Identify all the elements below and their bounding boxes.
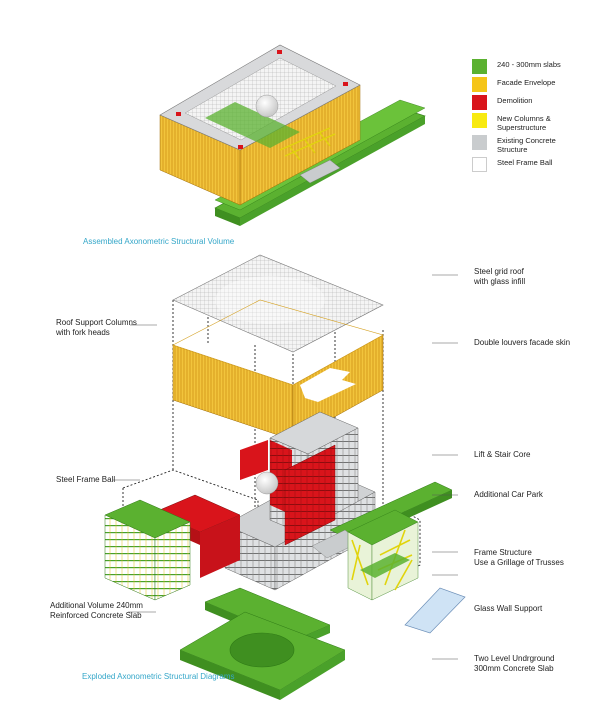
exploded-glass-wall: [404, 587, 466, 634]
exploded-louver-skin: [172, 299, 384, 441]
legend-item-demolition: Demolition: [472, 94, 592, 110]
legend-swatch: [472, 59, 487, 74]
caption-exploded: Exploded Axonometric Structural Diagrams: [82, 672, 235, 681]
leader-lines: [113, 274, 458, 660]
legend-item-slabs: 240 - 300mm slabs: [472, 58, 592, 74]
legend-label: Facade Envelope: [497, 78, 556, 87]
exploded-additional-volume: [104, 499, 191, 601]
caption-assembled: Assembled Axonometric Structural Volume: [83, 237, 235, 246]
legend-label: Existing Concrete Structure: [497, 136, 556, 154]
label-additional-volume: Additional Volume 240mm Reinforced Concr…: [50, 601, 143, 620]
exploded-underground-slab: [179, 611, 346, 700]
legend-item-new-columns: New Columns & Superstructure: [472, 112, 592, 132]
legend: 240 - 300mm slabs Facade Envelope Demoli…: [472, 58, 592, 174]
legend-swatch: [472, 77, 487, 92]
legend-item-steel-ball: Steel Frame Ball: [472, 156, 592, 172]
legend-swatch: [472, 135, 487, 150]
exploded-existing-structure: [224, 411, 376, 591]
exploded-steel-roof: [172, 254, 384, 353]
label-car-park: Additional Car Park: [474, 490, 543, 499]
label-glass-wall: Glass Wall Support: [474, 604, 543, 613]
label-steel-grid-roof: Steel grid roof with glass infill: [474, 267, 526, 286]
legend-label: Demolition: [497, 96, 533, 105]
legend-label: New Columns & Superstructure: [497, 114, 551, 132]
label-lift-stair-core: Lift & Stair Core: [474, 450, 531, 459]
legend-label: Steel Frame Ball: [497, 158, 553, 167]
legend-item-existing: Existing Concrete Structure: [472, 134, 592, 154]
exploded-truss-frame: [347, 509, 419, 601]
assembled-volume: [159, 44, 426, 226]
label-double-louvers: Double louvers facade skin: [474, 338, 571, 347]
label-frame-structure: Frame Structure Use a Grillage of Trusse…: [474, 548, 564, 567]
legend-swatch: [472, 157, 487, 172]
legend-swatch: [472, 95, 487, 110]
legend-swatch: [472, 113, 487, 128]
label-steel-frame-ball: Steel Frame Ball: [56, 475, 116, 484]
label-roof-columns: Roof Support Columns with fork heads: [56, 318, 137, 337]
legend-item-facade: Facade Envelope: [472, 76, 592, 92]
assembled-steel-ball: [255, 94, 279, 118]
legend-label: 240 - 300mm slabs: [497, 60, 561, 69]
label-underground: Two Level Undrground 300mm Concrete Slab: [474, 654, 555, 673]
